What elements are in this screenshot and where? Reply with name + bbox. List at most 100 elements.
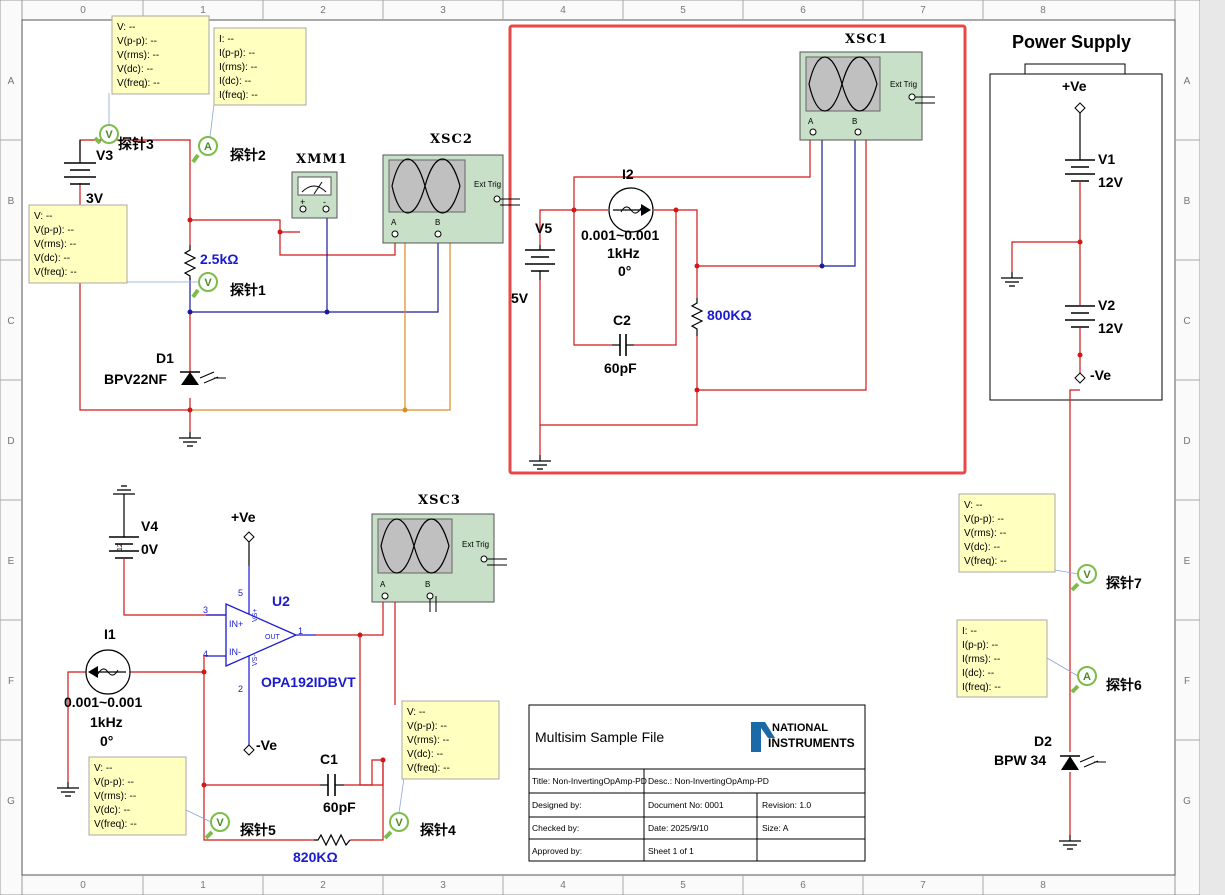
ruler-row: B (8, 196, 15, 207)
d1-name: D1 (156, 350, 174, 366)
v4-value: 0V (141, 541, 159, 557)
ruler-col: 0 (80, 5, 86, 16)
ruler-right: A B C D E F G (1183, 76, 1191, 807)
probe-4-readout: V: -- V(p-p): -- V(rms): -- V(dc): -- V(… (401, 700, 500, 780)
svg-text:NATIONAL: NATIONAL (772, 722, 828, 734)
probe-2-marker[interactable]: A (191, 136, 218, 164)
resistor-r3-value: 820KΩ (293, 849, 338, 865)
u2-pin3: 3 (203, 605, 208, 615)
ruler-col: 2 (320, 880, 326, 891)
svg-text:V(dc): --: V(dc): -- (34, 253, 70, 264)
title-block-date: Date: 2025/9/10 (648, 823, 709, 833)
resistor-r2[interactable] (690, 298, 704, 336)
ruler-left: A B C D E F G (7, 76, 15, 807)
svg-text:V: --: V: -- (94, 763, 113, 774)
oscilloscope-xsc1[interactable] (799, 51, 935, 141)
i1-name: I1 (104, 626, 116, 642)
ruler-col: 7 (920, 880, 926, 891)
c1-name: C1 (320, 751, 338, 767)
svg-text:INSTRUMENTS: INSTRUMENTS (768, 736, 855, 750)
battery-v5[interactable] (525, 245, 555, 280)
battery-v4[interactable]: 12 (109, 536, 139, 559)
oscilloscope-xsc2[interactable] (382, 154, 520, 244)
oscilloscope-xsc3[interactable] (371, 513, 507, 612)
svg-text:I(rms): --: I(rms): -- (219, 62, 257, 73)
ruler-col: 2 (320, 5, 326, 16)
probe-6-label: 探针6 (1106, 677, 1142, 693)
svg-text:V: --: V: -- (407, 707, 426, 718)
circuit-highlighted: I2 0.001~0.001 1kHz 0° V5 5V C2 60pF 800… (511, 32, 935, 470)
svg-text:A: A (1083, 671, 1091, 683)
d2-name: D2 (1034, 733, 1052, 749)
probe-3-readout: V: -- V(p-p): -- V(rms): -- V(dc): -- V(… (111, 15, 210, 95)
capacitor-c1[interactable] (320, 774, 344, 796)
i1-freq: 1kHz (90, 714, 123, 730)
capacitor-c2[interactable] (612, 334, 634, 356)
current-source-i1[interactable] (85, 649, 131, 695)
ruler-row: E (8, 556, 15, 567)
ruler-row: F (8, 676, 14, 687)
svg-text:A: A (204, 141, 212, 153)
resistor-r1[interactable] (183, 245, 197, 280)
i2-phase: 0° (618, 263, 631, 279)
ruler-row: E (1184, 556, 1191, 567)
probe-6-marker[interactable]: A (1070, 666, 1097, 694)
i1-value: 0.001~0.001 (64, 694, 142, 710)
title-block: Multisim Sample File NATIONAL INSTRUMENT… (528, 704, 866, 862)
svg-text:V(rms): --: V(rms): -- (94, 791, 136, 802)
svg-text:I(freq): --: I(freq): -- (219, 90, 258, 101)
svg-text:V(rms): --: V(rms): -- (34, 239, 76, 250)
xsc2-ch-a: A (391, 218, 397, 227)
ruler-row: A (8, 76, 15, 87)
xsc1-ch-b: B (852, 117, 857, 126)
probe-5-readout: V: -- V(p-p): -- V(rms): -- V(dc): -- V(… (88, 756, 187, 836)
photodiode-d2[interactable] (1060, 755, 1106, 770)
xsc1-ext-trig: Ext Trig (890, 80, 917, 89)
probe-5-label: 探针5 (240, 822, 276, 838)
svg-text:V: V (204, 277, 212, 289)
current-source-i2[interactable] (608, 187, 654, 233)
ruler-row: C (7, 316, 14, 327)
v1-name: V1 (1098, 151, 1115, 167)
svg-text:V(p-p): --: V(p-p): -- (94, 777, 134, 788)
i1-phase: 0° (100, 733, 113, 749)
ruler-col: 8 (1040, 880, 1046, 891)
title-block-desc: Desc.: Non-InvertingOpAmp-PD (648, 776, 769, 786)
resistor-r3[interactable] (314, 833, 351, 847)
photodiode-d1[interactable] (180, 371, 226, 385)
battery-v2[interactable] (1065, 305, 1095, 328)
svg-text:I(dc): --: I(dc): -- (962, 668, 994, 679)
svg-text:V(dc): --: V(dc): -- (94, 805, 130, 816)
power-supply-pos-label: +Ve (1062, 78, 1087, 94)
battery-v3[interactable] (64, 140, 96, 185)
xsc2-ch-b: B (435, 218, 440, 227)
probe-3-marker[interactable]: V (93, 124, 119, 145)
ruler-col: 3 (440, 880, 446, 891)
title-block-checked: Checked by: (532, 823, 579, 833)
opamp-u2[interactable] (206, 566, 316, 745)
power-supply-neg-label: -Ve (1090, 367, 1111, 383)
title-block-revision: Revision: 1.0 (762, 800, 811, 810)
title-block-designed: Designed by: (532, 800, 582, 810)
probe-6-readout: I: -- I(p-p): -- I(rms): -- I(dc): -- I(… (956, 619, 1048, 698)
svg-text:I: --: I: -- (962, 626, 977, 637)
power-supply-title: Power Supply (1012, 32, 1131, 52)
ruler-col: 0 (80, 880, 86, 891)
multimeter-xmm1[interactable]: + - (291, 171, 338, 219)
ruler-col: 3 (440, 5, 446, 16)
ruler-col: 8 (1040, 5, 1046, 16)
u2-pin4: 4 (203, 649, 208, 659)
svg-text:V: V (1083, 569, 1091, 581)
svg-text:I(dc): --: I(dc): -- (219, 76, 251, 87)
v3-value: 3V (86, 190, 104, 206)
svg-text:V(p-p): --: V(p-p): -- (407, 721, 447, 732)
probe-7-marker[interactable]: V (1070, 564, 1097, 592)
selection-highlight[interactable] (508, 24, 967, 475)
probe-4-label: 探针4 (420, 822, 456, 838)
svg-text:V(dc): --: V(dc): -- (407, 749, 443, 760)
ruler-bottom: 0 1 2 3 4 5 6 7 8 (80, 880, 1046, 891)
c2-value: 60pF (604, 360, 637, 376)
svg-text:V(freq): --: V(freq): -- (94, 819, 137, 830)
svg-text:V(rms): --: V(rms): -- (117, 50, 159, 61)
